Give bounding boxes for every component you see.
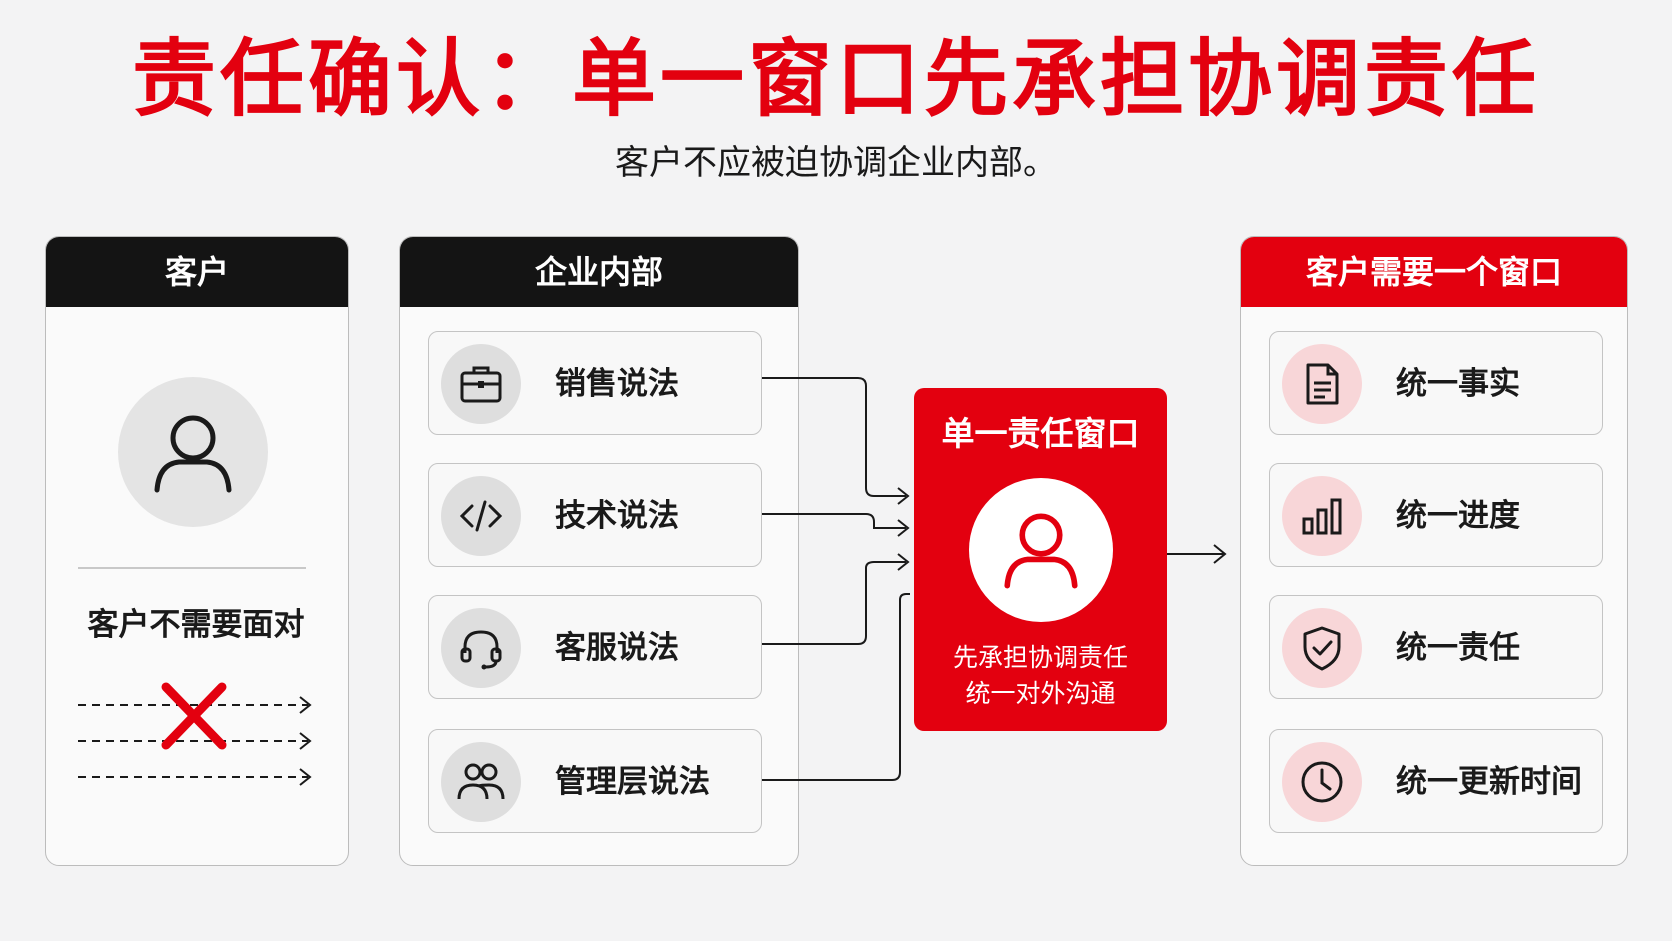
bar-chart-icon bbox=[1302, 498, 1342, 535]
needs-item-responsibility: 统一责任 bbox=[1269, 595, 1603, 699]
needs-item-label: 统一进度 bbox=[1396, 498, 1520, 534]
group-icon bbox=[457, 763, 505, 800]
needs-item-facts: 统一事实 bbox=[1269, 331, 1603, 435]
code-icon bbox=[459, 500, 503, 532]
clock-icon bbox=[1301, 761, 1343, 803]
headset-icon bbox=[460, 630, 502, 670]
center-desc-line1: 先承担协调责任 bbox=[952, 643, 1128, 672]
internal-item-label: 客服说法 bbox=[555, 630, 679, 666]
customer-panel-header: 客户 bbox=[46, 237, 348, 307]
needs-item-label: 统一事实 bbox=[1396, 366, 1520, 402]
internal-panel-header: 企业内部 bbox=[400, 237, 798, 307]
x-mark-icon bbox=[161, 682, 227, 750]
internal-panel: 企业内部 销售说法 技术说法 bbox=[399, 236, 799, 866]
document-icon bbox=[1306, 363, 1339, 405]
internal-item-management: 管理层说法 bbox=[428, 729, 762, 833]
internal-item-support: 客服说法 bbox=[428, 595, 762, 699]
center-title: 单一责任窗口 bbox=[941, 414, 1140, 453]
center-avatar bbox=[968, 478, 1113, 622]
blocked-paths-graphic bbox=[78, 682, 312, 786]
customer-panel: 客户 客户不需要面对 bbox=[45, 236, 349, 866]
needs-panel-header: 客户需要一个窗口 bbox=[1241, 237, 1627, 307]
person-icon bbox=[154, 415, 232, 493]
customer-avatar bbox=[118, 377, 268, 527]
internal-item-sales: 销售说法 bbox=[428, 331, 762, 435]
needs-item-progress: 统一进度 bbox=[1269, 463, 1603, 567]
needs-panel: 客户需要一个窗口 统一事实 统一进度 bbox=[1240, 236, 1628, 866]
internal-item-tech: 技术说法 bbox=[428, 463, 762, 567]
briefcase-icon bbox=[460, 366, 502, 403]
person-icon bbox=[1003, 513, 1078, 589]
page-title: 责任确认：单一窗口先承担协调责任 bbox=[131, 30, 1540, 128]
page-subtitle: 客户不应被迫协调企业内部。 bbox=[615, 143, 1057, 183]
internal-item-label: 销售说法 bbox=[555, 366, 679, 402]
needs-item-label: 统一责任 bbox=[1396, 630, 1520, 666]
customer-no-need-text: 客户不需要面对 bbox=[87, 607, 305, 643]
shield-check-icon bbox=[1303, 626, 1341, 671]
needs-item-label: 统一更新时间 bbox=[1396, 764, 1582, 800]
needs-item-update-time: 统一更新时间 bbox=[1269, 729, 1603, 833]
single-responsibility-window: 单一责任窗口 先承担协调责任 统一对外沟通 bbox=[914, 388, 1167, 731]
center-desc-line2: 统一对外沟通 bbox=[965, 679, 1116, 708]
customer-divider bbox=[78, 567, 306, 569]
internal-item-label: 管理层说法 bbox=[555, 764, 710, 800]
internal-item-label: 技术说法 bbox=[555, 498, 679, 534]
